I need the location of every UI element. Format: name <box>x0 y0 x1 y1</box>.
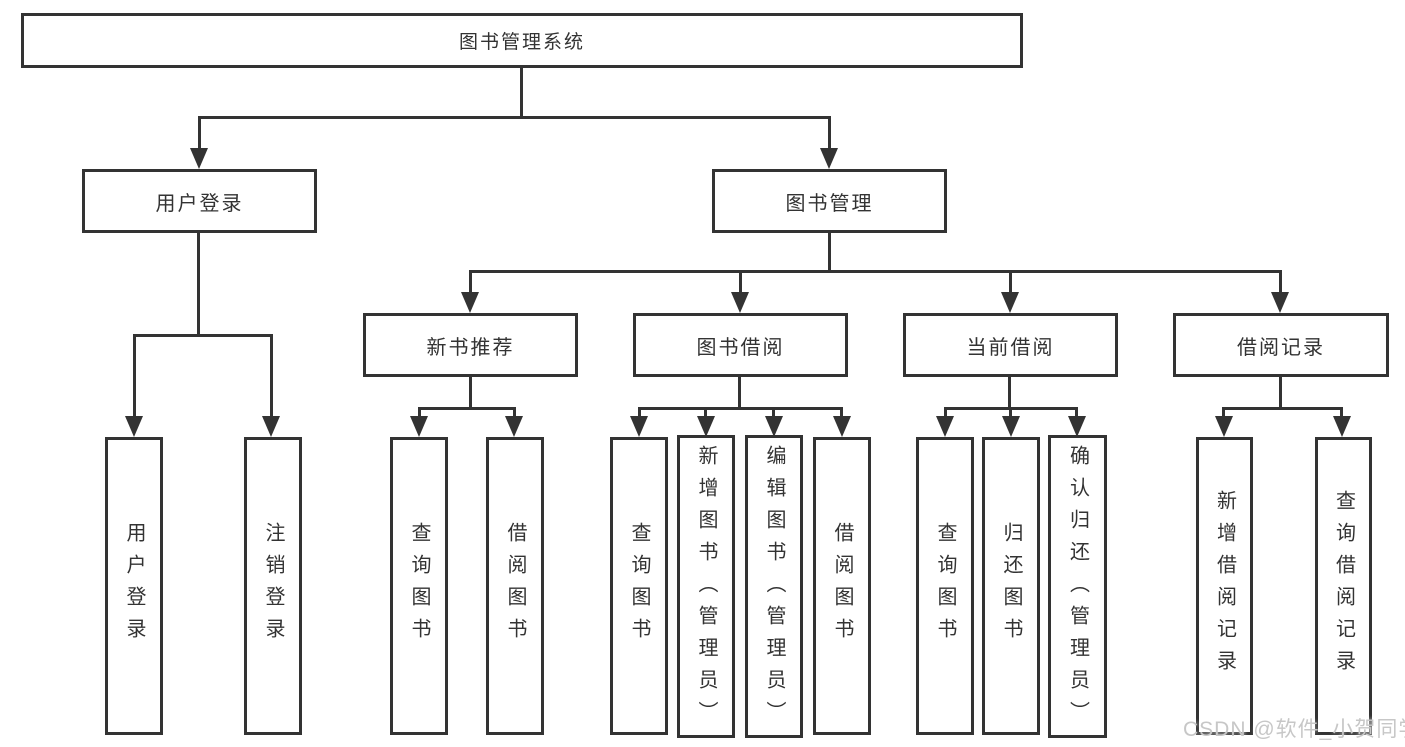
leaf-query-books-1: 查询图书 <box>390 437 448 735</box>
connector-line <box>198 116 830 119</box>
arrow-down-icon <box>1333 416 1351 437</box>
connector-line <box>418 407 516 410</box>
connector-line <box>1279 377 1282 410</box>
connector-line <box>1009 407 1012 420</box>
leaf-user-login-label: 用户登录 <box>123 522 145 650</box>
leaf-query-books-3: 查询图书 <box>916 437 974 735</box>
leaf-add-borrow-record: 新增借阅记录 <box>1196 437 1253 735</box>
leaf-logout-label: 注销登录 <box>262 522 284 650</box>
leaf-add-books-admin: 新增图书（管理员） <box>677 435 735 738</box>
arrow-down-icon <box>833 416 851 437</box>
connector-line <box>840 407 843 420</box>
connector-line <box>469 270 1282 273</box>
node-book-borrow-label: 图书借阅 <box>696 336 785 359</box>
arrow-down-icon <box>820 148 838 169</box>
arrow-down-icon <box>190 148 208 169</box>
leaf-query-books-2: 查询图书 <box>610 437 668 735</box>
connector-line <box>418 407 421 420</box>
connector-line <box>1009 270 1012 296</box>
connector-line <box>638 407 641 420</box>
leaf-return-books: 归还图书 <box>982 437 1040 735</box>
connector-line <box>513 407 516 420</box>
leaf-borrow-books-2-label: 借阅图书 <box>831 522 853 650</box>
leaf-query-borrow-record-label: 查询借阅记录 <box>1332 490 1355 682</box>
connector-line <box>1008 377 1011 410</box>
arrow-down-icon <box>1068 416 1086 437</box>
node-user-login: 用户登录 <box>82 169 317 233</box>
arrow-down-icon <box>461 292 479 313</box>
node-root: 图书管理系统 <box>21 13 1023 68</box>
arrow-down-icon <box>1002 416 1020 437</box>
connector-line <box>638 407 843 410</box>
leaf-logout: 注销登录 <box>244 437 302 735</box>
arrow-down-icon <box>1271 292 1289 313</box>
arrow-down-icon <box>697 416 715 437</box>
arrow-down-icon <box>936 416 954 437</box>
connector-line <box>270 334 273 420</box>
connector-line <box>133 334 136 420</box>
node-book-borrow: 图书借阅 <box>633 313 848 377</box>
leaf-query-books-1-label: 查询图书 <box>408 522 430 650</box>
connector-line <box>520 68 523 118</box>
arrow-down-icon <box>630 416 648 437</box>
connector-line <box>828 233 831 273</box>
connector-line <box>944 407 947 420</box>
connector-line <box>1222 407 1342 410</box>
connector-line <box>739 270 742 296</box>
node-book-management-label: 图书管理 <box>785 192 874 215</box>
node-current-borrow: 当前借阅 <box>903 313 1118 377</box>
connector-line <box>704 407 707 420</box>
arrow-down-icon <box>262 416 280 437</box>
leaf-add-books-admin-label: 新增图书（管理员） <box>695 445 717 733</box>
arrow-down-icon <box>1001 292 1019 313</box>
arrow-down-icon <box>765 416 783 437</box>
connector-line <box>1075 407 1078 420</box>
leaf-edit-books-admin: 编辑图书（管理员） <box>745 435 803 738</box>
node-user-login-label: 用户登录 <box>155 192 244 215</box>
leaf-borrow-books-1-label: 借阅图书 <box>504 522 526 650</box>
arrow-down-icon <box>410 416 428 437</box>
leaf-borrow-books-2: 借阅图书 <box>813 437 871 735</box>
connector-line <box>1222 407 1225 420</box>
leaf-query-books-2-label: 查询图书 <box>628 522 650 650</box>
leaf-user-login: 用户登录 <box>105 437 163 735</box>
arrow-down-icon <box>731 292 749 313</box>
node-current-borrow-label: 当前借阅 <box>966 336 1055 359</box>
arrow-down-icon <box>505 416 523 437</box>
node-new-book-recommend: 新书推荐 <box>363 313 578 377</box>
connector-line <box>738 377 741 410</box>
node-root-label: 图书管理系统 <box>458 32 585 53</box>
node-new-book-recommend-label: 新书推荐 <box>426 336 515 359</box>
connector-line <box>133 334 273 337</box>
connector-line <box>198 116 201 151</box>
connector-line <box>1279 270 1282 296</box>
connector-line <box>828 116 831 151</box>
leaf-add-borrow-record-label: 新增借阅记录 <box>1213 490 1236 682</box>
arrow-down-icon <box>1215 416 1233 437</box>
node-borrow-records-label: 借阅记录 <box>1237 336 1325 359</box>
leaf-query-borrow-record: 查询借阅记录 <box>1315 437 1372 735</box>
connector-line <box>469 377 472 410</box>
leaf-return-books-label: 归还图书 <box>1000 522 1022 650</box>
node-book-management: 图书管理 <box>712 169 947 233</box>
leaf-query-books-3-label: 查询图书 <box>934 522 956 650</box>
csdn-watermark: CSDN @软件_小贺同学 <box>1183 718 1405 741</box>
leaf-edit-books-admin-label: 编辑图书（管理员） <box>763 445 785 733</box>
connector-line <box>1340 407 1343 420</box>
leaf-borrow-books-1: 借阅图书 <box>486 437 544 735</box>
arrow-down-icon <box>125 416 143 437</box>
leaf-confirm-return-admin-label: 确认归还（管理员） <box>1066 445 1089 733</box>
node-borrow-records: 借阅记录 <box>1173 313 1389 377</box>
connector-line <box>197 233 200 337</box>
connector-line <box>772 407 775 420</box>
connector-line <box>469 270 472 296</box>
leaf-confirm-return-admin: 确认归还（管理员） <box>1048 435 1107 738</box>
